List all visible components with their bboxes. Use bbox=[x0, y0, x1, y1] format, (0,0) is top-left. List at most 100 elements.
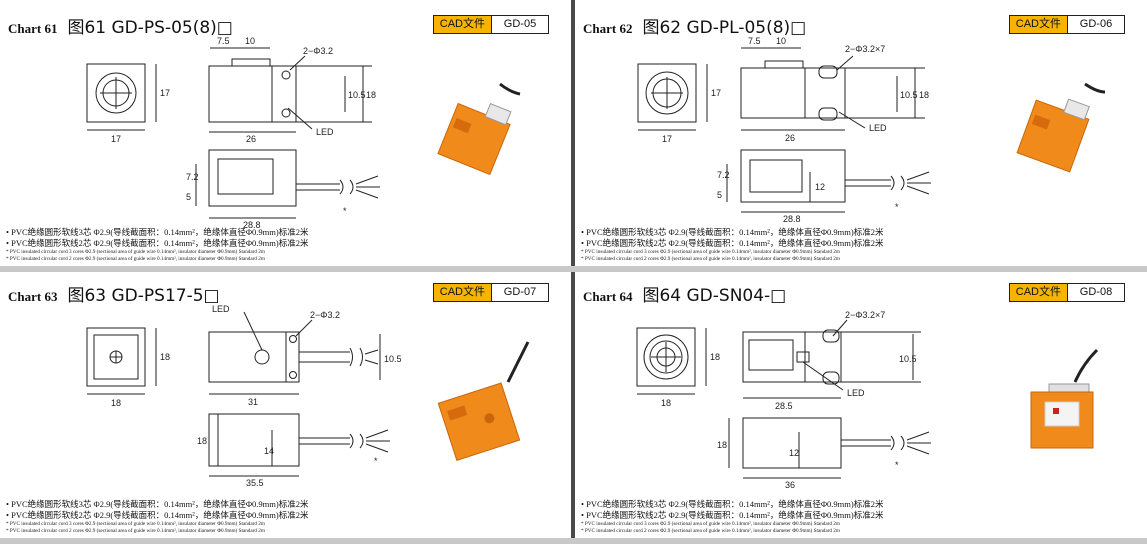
cable-asterisk: * bbox=[343, 206, 347, 216]
dim-side-sq: 17 bbox=[711, 88, 721, 98]
figure-title: 图64 GD-SN04-□ bbox=[642, 286, 787, 306]
note-2-core-en: * PVC insulated circular cord 2 cores Φ2… bbox=[6, 527, 265, 534]
chart-number: Chart 64 bbox=[583, 289, 633, 304]
dim-side-sq: 18 bbox=[710, 352, 720, 362]
dim-12: 12 bbox=[789, 448, 799, 458]
panel-chart-61: Chart 61 图61 GD-PS-05(8)□ CAD文件 GD-05 bbox=[0, 4, 571, 266]
panel-chart-62: Chart 62 图62 GD-PL-05(8)□ CAD文件 GD-06 bbox=[575, 4, 1147, 266]
cable-notes: • PVC绝缘圆形软线3芯 Φ2.9(导线截面积：0.14mm²，绝缘体直径Φ0… bbox=[581, 499, 883, 534]
dim-width: 26 bbox=[246, 134, 256, 144]
front-view-body bbox=[636, 327, 696, 387]
dim-width: 28.5 bbox=[775, 401, 793, 411]
note-2-core: • PVC绝缘圆形软线2芯 Φ2.9(导线截面积：0.14mm²，绝缘体直径Φ0… bbox=[6, 238, 309, 248]
sensor-photo bbox=[1016, 82, 1106, 173]
panel-header: Chart 62 图62 GD-PL-05(8)□ bbox=[583, 13, 807, 38]
dim-hole: 2−Φ3.2 bbox=[303, 46, 333, 56]
dim-10-5: 10.5 bbox=[384, 354, 402, 364]
chart-number: Chart 63 bbox=[8, 289, 58, 304]
note-3-core: • PVC绝缘圆形软线3芯 Φ2.9(导线截面积：0.14mm²，绝缘体直径Φ0… bbox=[6, 227, 309, 237]
front-view-body bbox=[637, 63, 697, 123]
figure-title: 图62 GD-PL-05(8)□ bbox=[642, 18, 807, 38]
note-3-core-en: * PVC insulated circular cord 3 cores Φ2… bbox=[581, 521, 840, 527]
top-view-body bbox=[208, 65, 297, 123]
row-divider bbox=[0, 266, 1147, 272]
technical-drawing: 7.5 10 2−Φ3.2 17 17 26 10.5 18 LED 5 7.2… bbox=[86, 36, 521, 230]
panel-header: Chart 61 图61 GD-PS-05(8)□ bbox=[8, 13, 233, 38]
cable-notes: • PVC绝缘圆形软线3芯 Φ2.9(导线截面积：0.14mm²，绝缘体直径Φ0… bbox=[581, 227, 883, 262]
note-2-core-en: * PVC insulated circular cord 2 cores Φ2… bbox=[581, 255, 840, 262]
dim-hole: 2−Φ3.2 bbox=[310, 310, 340, 320]
cad-file-badge[interactable]: CAD文件 GD-05 bbox=[432, 15, 549, 34]
note-2-core-en: * PVC insulated circular cord 2 cores Φ2… bbox=[6, 255, 265, 262]
side-view-body bbox=[740, 149, 846, 203]
note-2-core-en: * PVC insulated circular cord 2 cores Φ2… bbox=[581, 527, 840, 534]
dim-7-5: 7.5 bbox=[217, 36, 230, 46]
dim-10-5: 10.5 bbox=[348, 90, 366, 100]
led-label: LED bbox=[212, 304, 230, 314]
cad-file-code: GD-06 bbox=[1068, 16, 1124, 33]
note-3-core-en: * PVC insulated circular cord 3 cores Φ2… bbox=[581, 249, 840, 255]
figure-title: 图63 GD-PS17-5□ bbox=[67, 286, 220, 306]
note-3-core-en: * PVC insulated circular cord 3 cores Φ2… bbox=[6, 249, 265, 255]
cad-file-code: GD-05 bbox=[492, 16, 548, 33]
sensor-photo bbox=[437, 341, 530, 462]
note-3-core: • PVC绝缘圆形软线3芯 Φ2.9(导线截面积：0.14mm²，绝缘体直径Φ0… bbox=[581, 227, 884, 237]
cad-file-badge[interactable]: CAD文件 GD-06 bbox=[1008, 15, 1125, 34]
cad-file-code: GD-08 bbox=[1068, 284, 1124, 301]
cable-notes: • PVC绝缘圆形软线3芯 Φ2.9(导线截面积：0.14mm²，绝缘体直径Φ0… bbox=[6, 227, 308, 262]
panel-header: Chart 64 图64 GD-SN04-□ bbox=[583, 281, 787, 306]
cad-file-label: CAD文件 bbox=[433, 284, 492, 301]
panel-chart-63: Chart 63 图63 GD-PS17-5□ CAD文件 GD-07 bbox=[0, 272, 571, 538]
cad-file-badge[interactable]: CAD文件 GD-08 bbox=[1008, 283, 1125, 302]
top-view-body bbox=[740, 67, 846, 119]
note-3-core-en: * PVC insulated circular cord 3 cores Φ2… bbox=[6, 521, 265, 527]
dim-bottom-sq: 18 bbox=[111, 398, 121, 408]
cad-file-badge[interactable]: CAD文件 GD-07 bbox=[432, 283, 549, 302]
dim-10: 10 bbox=[245, 36, 255, 46]
dim-hole: 2−Φ3.2×7 bbox=[845, 44, 885, 54]
cable-asterisk: * bbox=[374, 456, 378, 466]
dim-18: 18 bbox=[919, 90, 929, 100]
panel-chart-64: Chart 64 图64 GD-SN04-□ CAD文件 GD-08 bbox=[575, 272, 1147, 538]
chart-number: Chart 61 bbox=[8, 21, 58, 36]
sensor-photo bbox=[1030, 348, 1099, 449]
technical-drawing: 7.5 10 2−Φ3.2×7 17 17 26 10.5 18 LED 5 7… bbox=[637, 36, 1106, 224]
cad-file-label: CAD文件 bbox=[1009, 284, 1068, 301]
technical-drawing: 2−Φ3.2×7 18 18 28.5 10.5 LED 18 12 36 * bbox=[636, 310, 1099, 490]
side-view-body bbox=[208, 413, 300, 467]
dim-18: 18 bbox=[717, 440, 727, 450]
cad-file-label: CAD文件 bbox=[433, 16, 492, 33]
dim-bottom-sq: 18 bbox=[661, 398, 671, 408]
front-view-body bbox=[86, 63, 146, 123]
dim-14: 14 bbox=[264, 446, 274, 456]
panel-header: Chart 63 图63 GD-PS17-5□ bbox=[8, 281, 220, 306]
dim-length: 36 bbox=[785, 480, 795, 490]
dim-7-2: 7.2 bbox=[717, 170, 730, 180]
sensing-face-outer bbox=[95, 72, 137, 114]
dim-side-sq: 17 bbox=[160, 88, 170, 98]
cable-notes: • PVC绝缘圆形软线3芯 Φ2.9(导线截面积：0.14mm²，绝缘体直径Φ0… bbox=[6, 499, 308, 534]
dim-width: 31 bbox=[248, 397, 258, 407]
sensor-photo bbox=[437, 82, 521, 176]
dim-bottom-sq: 17 bbox=[662, 134, 672, 144]
dim-18: 18 bbox=[366, 90, 376, 100]
note-2-core: • PVC绝缘圆形软线2芯 Φ2.9(导线截面积：0.14mm²，绝缘体直径Φ0… bbox=[581, 238, 884, 248]
led-label: LED bbox=[316, 127, 334, 137]
top-view-body bbox=[742, 331, 842, 383]
note-2-core: • PVC绝缘圆形软线2芯 Φ2.9(导线截面积：0.14mm²，绝缘体直径Φ0… bbox=[581, 510, 884, 520]
note-3-core: • PVC绝缘圆形软线3芯 Φ2.9(导线截面积：0.14mm²，绝缘体直径Φ0… bbox=[6, 499, 309, 509]
dim-18: 18 bbox=[197, 436, 207, 446]
technical-drawing: LED 2−Φ3.2 18 18 31 10.5 18 14 35.5 * bbox=[86, 304, 530, 488]
bottom-edge bbox=[0, 538, 1147, 544]
dim-10-5: 10.5 bbox=[899, 354, 917, 364]
cad-file-label: CAD文件 bbox=[1009, 16, 1068, 33]
cable-asterisk: * bbox=[895, 460, 899, 470]
chart-number: Chart 62 bbox=[583, 21, 633, 36]
slot-hole bbox=[818, 107, 838, 121]
dim-5: 5 bbox=[186, 192, 191, 202]
slot-hole bbox=[822, 329, 840, 343]
led-label: LED bbox=[847, 388, 865, 398]
figure-title: 图61 GD-PS-05(8)□ bbox=[67, 18, 233, 38]
slot-hole bbox=[818, 65, 838, 79]
mount-hole bbox=[281, 70, 291, 80]
